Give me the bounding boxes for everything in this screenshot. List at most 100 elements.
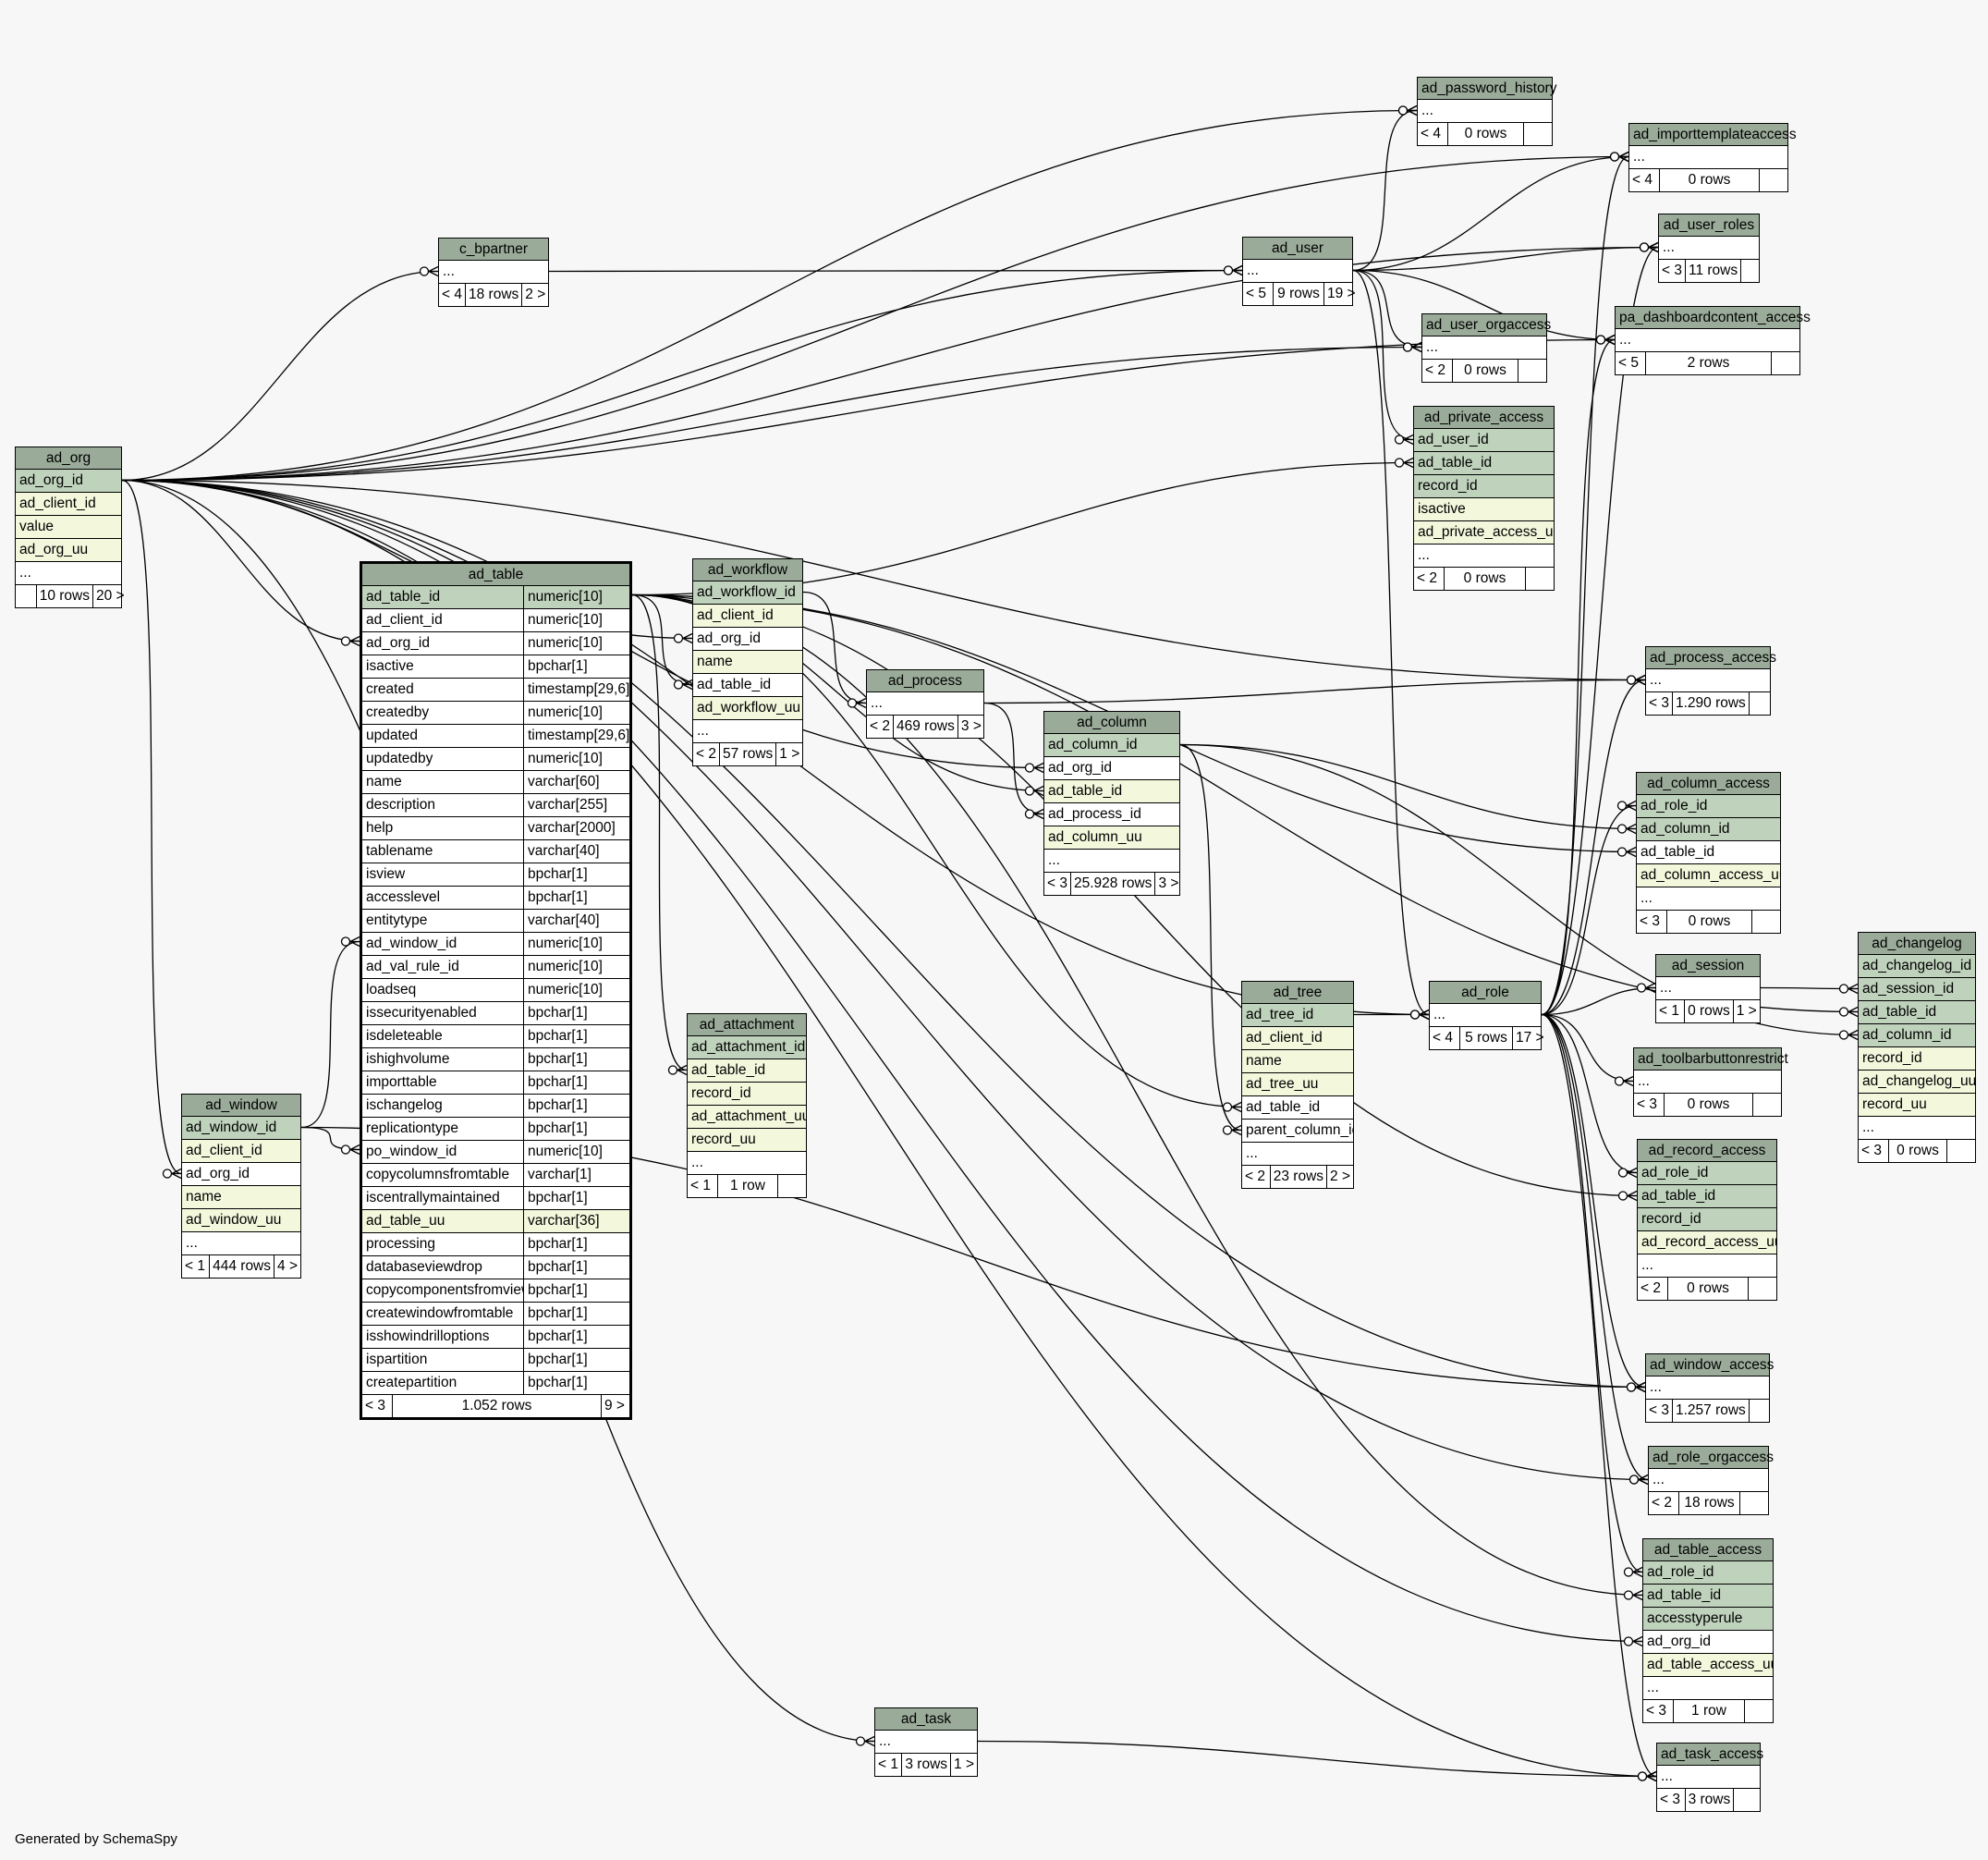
column-row[interactable]: ... <box>1629 146 1787 169</box>
column-row[interactable]: ad_table_id <box>1638 1185 1776 1208</box>
column-row[interactable]: ... <box>1638 1254 1776 1278</box>
column-row[interactable]: ad_attachment_id <box>688 1036 806 1059</box>
table-header[interactable]: ad_importtemplateaccess <box>1629 124 1797 146</box>
parents-link[interactable]: < 2 <box>867 716 894 738</box>
column-row[interactable]: value <box>16 516 121 539</box>
parents-link[interactable]: < 3 <box>1634 1094 1665 1116</box>
children-link[interactable]: 1 > <box>954 1756 974 1772</box>
children-link[interactable] <box>1750 692 1770 715</box>
parents-link[interactable]: < 1 <box>688 1175 718 1197</box>
column-row[interactable]: ad_column_uu <box>1044 826 1179 850</box>
column-row[interactable]: ad_workflow_uu <box>693 697 802 720</box>
column-row[interactable]: ad_changelog_uu <box>1859 1071 1975 1094</box>
children-link[interactable]: 4 > <box>277 1258 298 1274</box>
parents-link[interactable]: < 2 <box>1242 1166 1271 1188</box>
parents-link[interactable]: < 5 <box>1616 352 1646 374</box>
parents-link[interactable]: < 4 <box>1430 1027 1460 1049</box>
table-header[interactable]: ad_workflow <box>693 559 802 581</box>
column-row[interactable]: ... <box>1643 1677 1773 1700</box>
column-row[interactable]: record_uu <box>688 1129 806 1152</box>
children-link[interactable] <box>1518 360 1546 382</box>
column-row[interactable]: record_id <box>1859 1047 1975 1071</box>
column-row[interactable]: ad_role_id <box>1638 1162 1776 1185</box>
children-link[interactable]: 20 > <box>96 588 125 604</box>
column-row[interactable]: record_uu <box>1859 1094 1975 1117</box>
column-row[interactable]: ad_org_uu <box>16 539 121 562</box>
parents-link[interactable]: < 3 <box>1657 1789 1686 1811</box>
column-row[interactable]: isactive <box>1414 498 1554 521</box>
column-row[interactable]: ad_client_id <box>1242 1027 1353 1050</box>
parents-link[interactable]: < 1 <box>1656 1000 1686 1022</box>
column-row[interactable]: ad_attachment_uu <box>688 1106 806 1129</box>
column-row[interactable]: ad_changelog_id <box>1859 955 1975 978</box>
table-header[interactable]: ad_user <box>1243 238 1352 260</box>
parents-link[interactable]: < 3 <box>1646 1400 1673 1422</box>
column-row[interactable]: record_id <box>688 1083 806 1106</box>
parents-link[interactable]: < 3 <box>1044 873 1071 895</box>
column-row[interactable]: ... <box>1637 887 1780 911</box>
column-row[interactable]: ad_table_id <box>1643 1585 1773 1608</box>
table-header[interactable]: ad_role_orgaccess <box>1649 1447 1774 1469</box>
parents-link[interactable]: < 4 <box>1418 123 1448 145</box>
children-link[interactable] <box>1524 123 1552 145</box>
column-row[interactable]: ... <box>1657 1766 1760 1789</box>
column-row[interactable]: ... <box>875 1731 977 1754</box>
parents-link[interactable]: < 3 <box>1646 692 1673 715</box>
table-header[interactable]: ad_column <box>1044 712 1179 734</box>
children-link[interactable]: 3 > <box>1158 875 1179 891</box>
column-row[interactable]: ad_client_id <box>693 605 802 628</box>
column-row[interactable]: ad_column_id <box>1044 734 1179 757</box>
column-row[interactable]: ... <box>1649 1469 1768 1492</box>
column-row[interactable]: ... <box>867 692 983 716</box>
column-row[interactable]: ... <box>182 1232 300 1255</box>
column-row[interactable]: ad_tree_uu <box>1242 1073 1353 1096</box>
table-header[interactable]: ad_attachment <box>688 1014 806 1036</box>
column-row[interactable]: ... <box>1616 329 1799 352</box>
children-link[interactable] <box>1749 1278 1776 1300</box>
table-header[interactable]: ad_private_access <box>1414 407 1554 429</box>
column-row[interactable]: ad_table_id <box>688 1059 806 1083</box>
column-row[interactable]: ... <box>1646 669 1770 692</box>
column-row[interactable]: ad_table_id <box>1859 1001 1975 1024</box>
parents-link[interactable]: < 2 <box>693 743 720 765</box>
column-row[interactable]: ... <box>1659 237 1759 260</box>
children-link[interactable] <box>1947 1140 1975 1162</box>
column-row[interactable]: ad_user_id <box>1414 429 1554 452</box>
parents-link[interactable]: < 3 <box>362 1395 393 1417</box>
children-link[interactable] <box>1753 1094 1781 1116</box>
children-link[interactable] <box>1526 568 1554 590</box>
column-row[interactable]: ad_table_id <box>1637 841 1780 864</box>
column-row[interactable]: ... <box>1242 1143 1353 1166</box>
parents-link[interactable]: < 5 <box>1243 283 1274 305</box>
column-row[interactable]: ad_role_id <box>1637 795 1780 818</box>
children-link[interactable] <box>1734 1789 1760 1811</box>
column-row[interactable]: ... <box>1414 545 1554 568</box>
table-header[interactable]: c_bpartner <box>439 239 548 261</box>
